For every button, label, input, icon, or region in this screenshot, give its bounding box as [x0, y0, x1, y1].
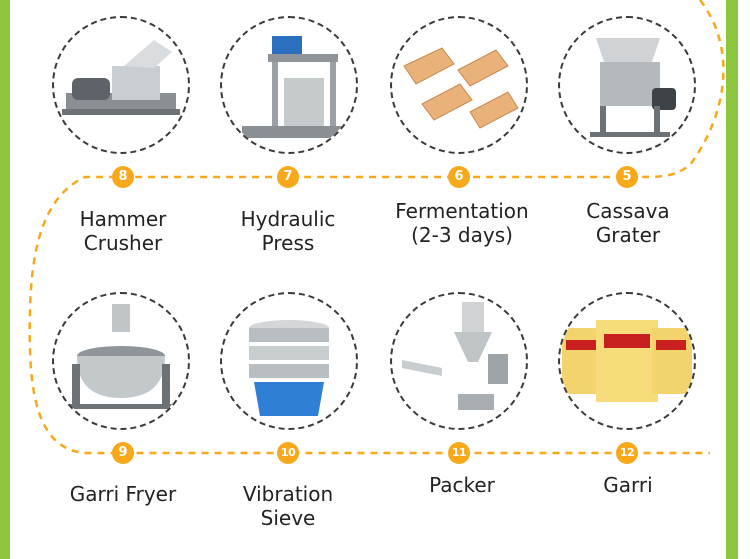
step-label: Hammer Crusher [79, 207, 167, 255]
step-label: Fermentation (2-3 days) [395, 199, 529, 247]
garri-bag-icon [562, 320, 692, 402]
fermentation-rack-icon [403, 47, 519, 129]
step-label: Garri [603, 473, 653, 497]
garri-fryer-image [52, 292, 190, 430]
step-badge: 5 [616, 166, 638, 188]
fermentation-image [390, 16, 528, 154]
step-label: Hydraulic Press [240, 207, 336, 255]
garri-fryer-icon [68, 304, 174, 409]
packer-image [390, 292, 528, 430]
hammer-crusher-image [52, 16, 190, 154]
step-badge: 10 [277, 442, 299, 464]
hammer-crusher-icon [62, 40, 180, 115]
step-label: Vibration Sieve [242, 482, 334, 530]
step-label: Garri Fryer [69, 482, 177, 506]
vibration-sieve-icon [249, 320, 329, 416]
step-badge: 8 [112, 166, 134, 188]
step-badge: 11 [448, 442, 470, 464]
step-badge: 7 [277, 166, 299, 188]
hydraulic-press-image [220, 16, 358, 154]
step-label: Packer [429, 473, 495, 497]
hydraulic-press-icon [242, 36, 342, 138]
cassava-grater-icon [590, 38, 676, 137]
garri-image [558, 292, 696, 430]
step-badge: 12 [616, 442, 638, 464]
cassava-grater-image [558, 16, 696, 154]
step-label: Cassava Grater [586, 199, 670, 247]
vibration-sieve-image [220, 292, 358, 430]
step-badge: 6 [448, 166, 470, 188]
packer-icon [402, 302, 508, 410]
step-badge: 9 [112, 442, 134, 464]
